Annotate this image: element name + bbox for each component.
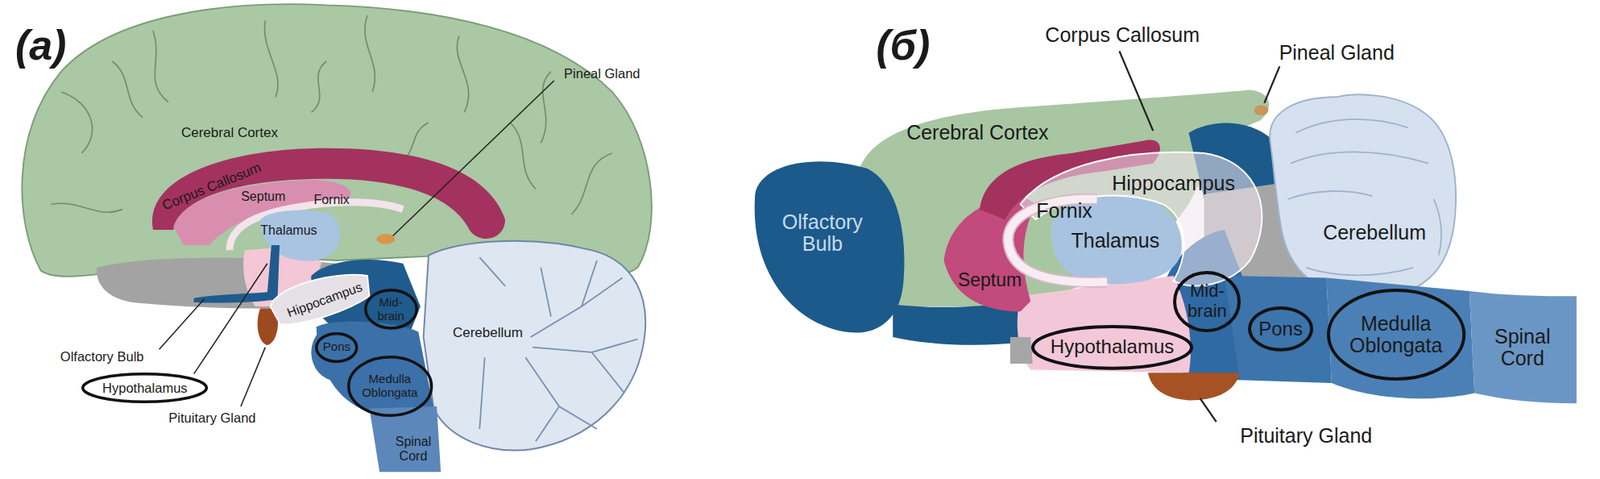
region-label: Spinal Cord <box>1492 324 1553 369</box>
region-label: Cerebral Cortex <box>904 121 1050 145</box>
region-label: Fornix <box>311 192 351 208</box>
gyrus-line <box>456 35 469 112</box>
hippocampus-region <box>1020 152 1263 287</box>
region-label: Fornix <box>1034 199 1094 223</box>
gyrus-line <box>540 71 552 144</box>
leader-lines <box>159 80 555 407</box>
circled-label: Mid-brain <box>364 288 419 330</box>
structure-name: Mid-brain <box>1187 281 1227 320</box>
medulla-region <box>1326 277 1476 398</box>
grey-region <box>1010 336 1033 364</box>
cerebral-cortex-region <box>21 4 652 278</box>
structure-name: Pons <box>323 339 351 354</box>
region-label: Spinal Cord <box>393 435 433 464</box>
circled-label: Medulla Oblongata <box>1326 288 1466 381</box>
region-label: Cerebellum <box>451 325 525 341</box>
panel-letter: (а) <box>13 22 69 69</box>
arbor-branch <box>479 356 485 429</box>
folium-line <box>1434 198 1442 256</box>
leader-line <box>1119 50 1153 131</box>
region-label: Pituitary Gland <box>166 410 257 425</box>
region-label: Olfactory Bulb <box>780 210 865 255</box>
leader-line <box>1200 397 1217 422</box>
gyrus-line <box>571 153 613 215</box>
folium-line <box>1290 151 1429 163</box>
folium-line <box>1305 267 1414 275</box>
arbor-branch <box>581 260 597 307</box>
circled-label: Pons <box>1247 306 1314 352</box>
gyrus-line <box>264 20 278 97</box>
region-label: Hippocampus <box>1110 172 1237 195</box>
arbor-branch <box>532 338 638 352</box>
region-label: Septum <box>239 190 287 205</box>
circle-outline-ellipse <box>348 356 432 415</box>
pineal-gland-shape <box>376 233 395 245</box>
leader-line <box>240 347 266 407</box>
circle-outline-ellipse <box>1032 326 1192 369</box>
region-label: Hippocampus <box>283 279 366 321</box>
circle-outline-ellipse <box>1249 307 1312 350</box>
folium-line <box>1287 190 1373 199</box>
structure-name: Medulla Oblongata <box>1349 312 1443 357</box>
pineal-gland-shape <box>1254 104 1269 116</box>
region-label: Thalamus <box>1069 229 1161 253</box>
structure-name: Pons <box>1258 318 1303 340</box>
region-label: Septum <box>956 270 1024 291</box>
arbor-branch <box>592 352 626 394</box>
region-label: Pineal Gland <box>1277 41 1397 65</box>
gyrus-line <box>153 30 169 103</box>
region-label: Corpus Callosum <box>1043 24 1202 48</box>
gyrus-line <box>310 61 327 112</box>
arbor-vitae <box>479 256 638 441</box>
structure-name: Hypothalamus <box>102 380 187 395</box>
spinal-cord-shape <box>369 406 442 472</box>
region-label: Cerebral Cortex <box>179 124 280 141</box>
cerebellum-shape <box>1269 94 1456 291</box>
circled-label: Mid-brain <box>1173 270 1241 332</box>
region-label: Pituitary Gland <box>1238 424 1374 448</box>
region-label: Cerebellum <box>1321 221 1428 245</box>
olfactory-bulb-shape <box>754 161 905 332</box>
gyrus-line <box>364 15 375 92</box>
pons-region <box>1224 275 1332 383</box>
hippocampus-region <box>270 274 370 325</box>
structure-name: Hypothalamus <box>1050 335 1174 357</box>
arbor-branch <box>535 406 560 441</box>
circled-label: Hypothalamus <box>1031 324 1194 370</box>
cerebellar-folia <box>1287 119 1442 275</box>
circle-outline-ellipse <box>1174 272 1240 331</box>
region-label: Thalamus <box>258 223 319 238</box>
gyrus-line <box>509 122 536 189</box>
cerebral-cortex-region <box>857 89 1270 307</box>
structure-name: Mid-brain <box>377 295 404 323</box>
leader-line <box>1264 66 1280 104</box>
leader-line <box>194 263 268 374</box>
circle-outline-ellipse <box>364 290 416 328</box>
spinal-cord-shape <box>1469 290 1577 403</box>
arbor-branch <box>479 256 506 286</box>
circle-outline-ellipse <box>1328 290 1464 379</box>
gyrus-line <box>111 61 143 118</box>
panel-letter: (б) <box>874 22 933 69</box>
arbor-branch <box>540 267 552 317</box>
region-label: Olfactory Bulb <box>58 348 146 364</box>
arbor-branch <box>525 356 597 429</box>
cerebellum-shape <box>423 240 647 451</box>
circled-label: Medulla Oblongata <box>347 355 433 417</box>
structure-name: Medulla Oblongata <box>361 372 418 399</box>
folium-line <box>1296 119 1409 133</box>
circled-label: Hypothalamus <box>81 372 208 403</box>
leader-line <box>159 298 205 349</box>
circle-outline-ellipse <box>316 332 357 361</box>
circled-label: Pons <box>315 331 358 363</box>
region-label: Corpus Callosum <box>159 159 266 215</box>
circle-outline-ellipse <box>82 373 208 402</box>
gyrus-line <box>61 91 93 154</box>
pituitary-gland-shape <box>1148 372 1240 400</box>
region-label: Pineal Gland <box>562 66 642 81</box>
gyrus-line <box>50 203 123 212</box>
olfactory-tract <box>194 244 280 303</box>
leader-line <box>393 80 555 237</box>
